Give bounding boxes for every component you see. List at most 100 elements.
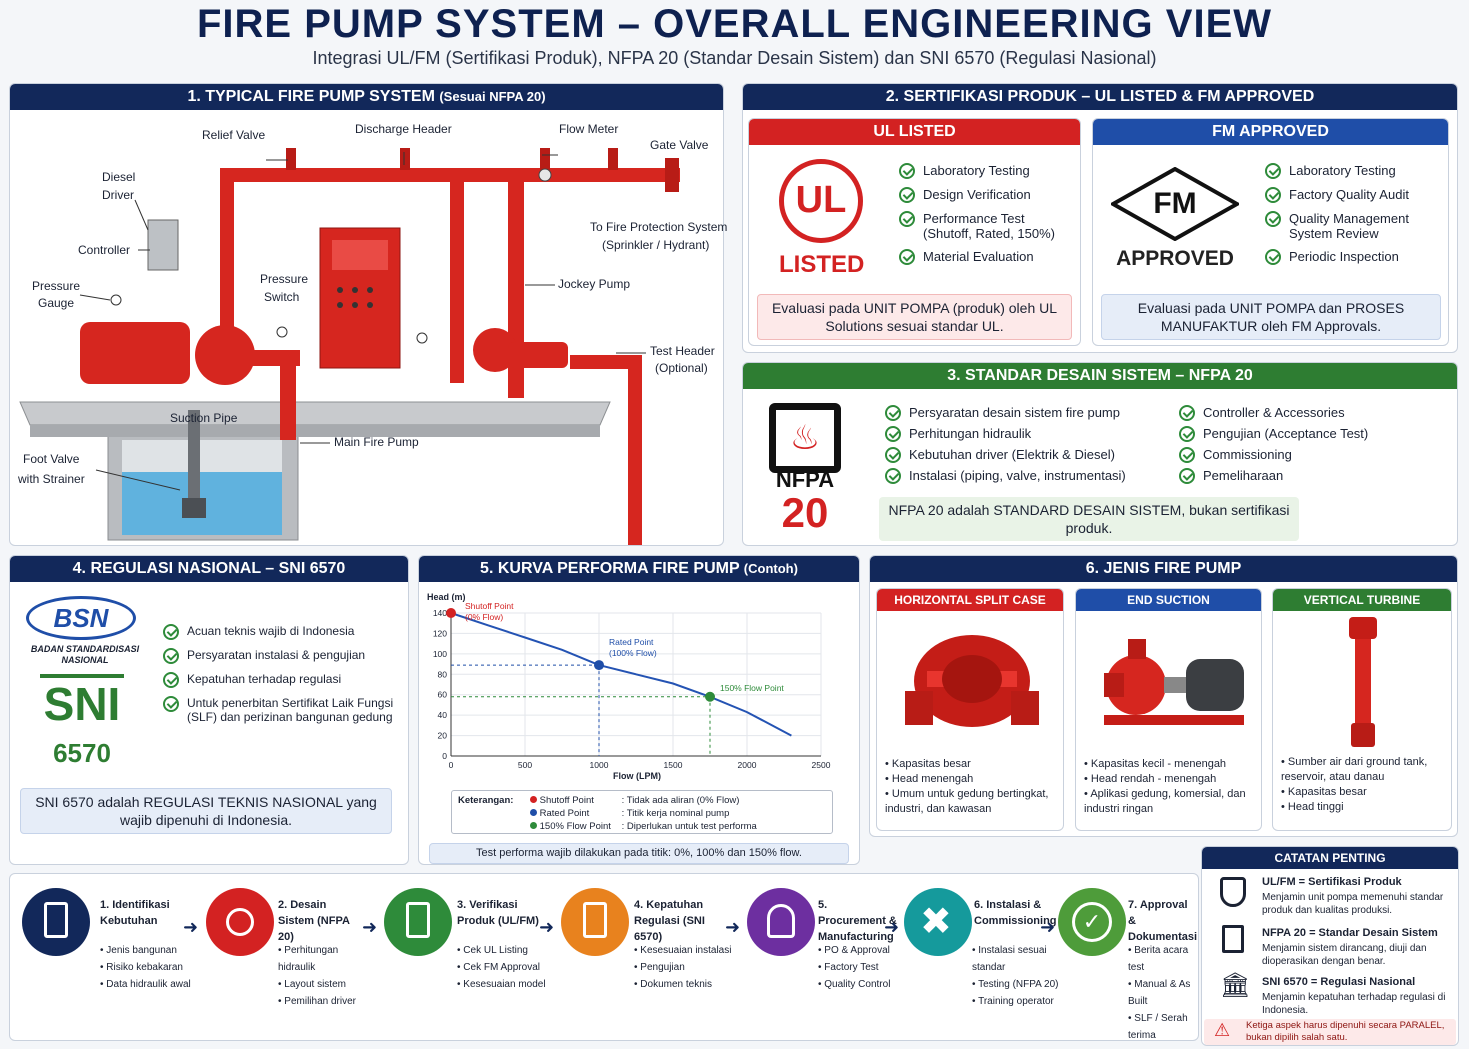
ul-logo: UL — [779, 159, 863, 243]
sni-item: Persyaratan instalasi & pengujian — [163, 648, 406, 664]
nfpa-item: Pemeliharaan — [1179, 468, 1449, 484]
x-tick-label: 0 — [449, 760, 454, 770]
data-point-label: Rated Point — [609, 637, 654, 647]
step-7-circle: ✓ — [1058, 888, 1126, 956]
fm-logo-caption: APPROVED — [1116, 247, 1234, 270]
nfpa-logo-text: NFPA — [775, 467, 835, 492]
section-typical-system: 1. TYPICAL FIRE PUMP SYSTEM (Sesuai NFPA… — [9, 83, 728, 546]
ul-item: Performance Test (Shutoff, Rated, 150%) — [899, 211, 1074, 241]
check-icon — [1179, 426, 1195, 442]
x-tick-label: 1500 — [664, 760, 683, 770]
document-check-icon — [583, 902, 607, 938]
check-icon — [1265, 249, 1281, 265]
y-tick-label: 80 — [438, 669, 448, 679]
step-7-list: Berita acara testManual & As BuiltSLF / … — [1128, 942, 1198, 1044]
sni-logo-text: SNI — [40, 674, 124, 730]
section-1-header: 1. TYPICAL FIRE PUMP SYSTEM (Sesuai NFPA… — [10, 84, 723, 110]
pump-type-header: HORIZONTAL SPLIT CASE — [877, 589, 1063, 611]
nfpa-item: Perhitungan hidraulik — [885, 426, 1175, 442]
fm-item: Periodic Inspection — [1265, 249, 1445, 265]
flame-icon: ♨ — [789, 419, 821, 457]
note-heading: NFPA 20 = Standar Desain Sistem — [1262, 927, 1438, 939]
nfpa-item: Commissioning — [1179, 447, 1449, 463]
fm-logo-text: FM — [1153, 187, 1197, 220]
nfpa-item: Persyaratan desain sistem fire pump — [885, 405, 1175, 421]
label-test-header-1: Test Header — [650, 344, 715, 358]
sni-logo-number: 6570 — [53, 738, 111, 768]
pump-type-list: Sumber air dari ground tank, reservoir, … — [1281, 755, 1451, 815]
check-icon — [885, 468, 901, 484]
note-text: Menjamin sistem dirancang, diuji dan dio… — [1262, 943, 1427, 967]
x-tick-label: 2500 — [812, 760, 831, 770]
legend-dot — [530, 796, 537, 803]
step-7-title: 7. Approval & Dokumentasi — [1128, 899, 1198, 943]
legend-dot — [530, 822, 537, 829]
step-4-list: Kesesuaian instalasiPengujianDokumen tek… — [634, 942, 734, 993]
checklist-icon — [44, 902, 68, 938]
bsn-caption: BADAN STANDARDISASI NASIONAL — [30, 644, 140, 665]
label-gate-valve: Gate Valve — [650, 138, 709, 152]
check-icon — [885, 447, 901, 463]
check-icon — [163, 696, 179, 712]
arrow-icon: ➜ — [183, 917, 199, 937]
label-foot-valve-1: Foot Valve — [23, 452, 80, 466]
y-tick-label: 0 — [442, 751, 447, 761]
step-5-title: 5. Procurement & Manufacturing — [818, 899, 897, 943]
label-suction-pipe: Suction Pipe — [170, 411, 238, 425]
nfpa-logo-number: 20 — [781, 489, 829, 536]
fm-approved-card: FM APPROVED FM APPROVED Laboratory Testi… — [1092, 118, 1449, 346]
y-tick-label: 140 — [433, 608, 447, 618]
page-subtitle: Integrasi UL/FM (Sertifikasi Produk), NF… — [312, 48, 1157, 68]
bsn-logo: BSN — [26, 596, 136, 640]
step-3-circle — [384, 888, 452, 956]
y-tick-label: 120 — [433, 628, 447, 638]
sni-item: Kepatuhan terhadap regulasi — [163, 672, 406, 688]
label-to-fire-1: To Fire Protection System — [590, 220, 728, 234]
check-icon — [163, 624, 179, 640]
data-point-label: (100% Flow) — [609, 648, 657, 658]
legend-title: Keterangan: — [458, 795, 514, 806]
pump-type-header: VERTICAL TURBINE — [1273, 589, 1451, 611]
fm-item: Laboratory Testing — [1265, 163, 1445, 179]
fm-note: Evaluasi pada UNIT POMPA dan PROSES MANU… — [1101, 294, 1441, 340]
end-suction-pump-icon — [1104, 639, 1244, 725]
ul-header: UL LISTED — [749, 119, 1080, 145]
label-diesel-driver-1: Diesel — [102, 170, 136, 184]
nfpa-item: Kebutuhan driver (Elektrik & Diesel) — [885, 447, 1175, 463]
section-nfpa: 3. STANDAR DESAIN SISTEM – NFPA 20 ♨ NFP… — [742, 362, 1458, 546]
arrow-icon: ➜ — [884, 917, 900, 937]
chart-footer-note: Test performa wajib dilakukan pada titik… — [429, 843, 849, 864]
ul-item: Material Evaluation — [899, 249, 1074, 265]
worker-icon — [767, 904, 795, 938]
x-tick-label: 2000 — [738, 760, 757, 770]
shield-icon — [1220, 877, 1246, 907]
data-point-label: 150% Flow Point — [720, 683, 784, 693]
nfpa-logo-icon: ♨ — [769, 403, 841, 473]
legend-entries: Shutoff Point: Tidak ada aliran (0% Flow… — [530, 794, 830, 833]
y-tick-label: 60 — [438, 690, 448, 700]
check-icon — [885, 426, 901, 442]
y-tick-label: 20 — [438, 731, 448, 741]
check-icon — [899, 163, 915, 179]
sni-item: Acuan teknis wajib di Indonesia — [163, 624, 406, 640]
step-5-circle — [747, 888, 815, 956]
section-performance-curve: 5. KURVA PERFORMA FIRE PUMP (Contoh) Hea… — [418, 555, 860, 865]
label-pressure-switch-2: Switch — [264, 290, 300, 304]
fm-item: Factory Quality Audit — [1265, 187, 1445, 203]
y-tick-label: 100 — [433, 649, 447, 659]
page-title: FIRE PUMP SYSTEM – OVERALL ENGINEERING V… — [196, 2, 1272, 46]
pump-type-card: HORIZONTAL SPLIT CASE Kapasitas besar He… — [876, 588, 1064, 831]
data-point — [705, 691, 715, 702]
label-main-fire-pump: Main Fire Pump — [334, 435, 419, 449]
data-point — [446, 608, 456, 618]
pump-system-diagram — [19, 148, 680, 545]
pump-icon — [226, 908, 254, 936]
arrow-icon: ➜ — [725, 917, 741, 937]
ul-item: Laboratory Testing — [899, 163, 1074, 179]
check-icon — [1265, 211, 1281, 227]
step-6-list: Instalasi sesuai standarTesting (NFPA 20… — [972, 942, 1067, 1010]
pump-type-list: Kapasitas kecil - menengah Head rendah -… — [1084, 757, 1260, 817]
important-notes: CATATAN PENTING UL/FM = Sertifikasi Prod… — [1201, 846, 1459, 1046]
pump-type-header: END SUCTION — [1076, 589, 1261, 611]
